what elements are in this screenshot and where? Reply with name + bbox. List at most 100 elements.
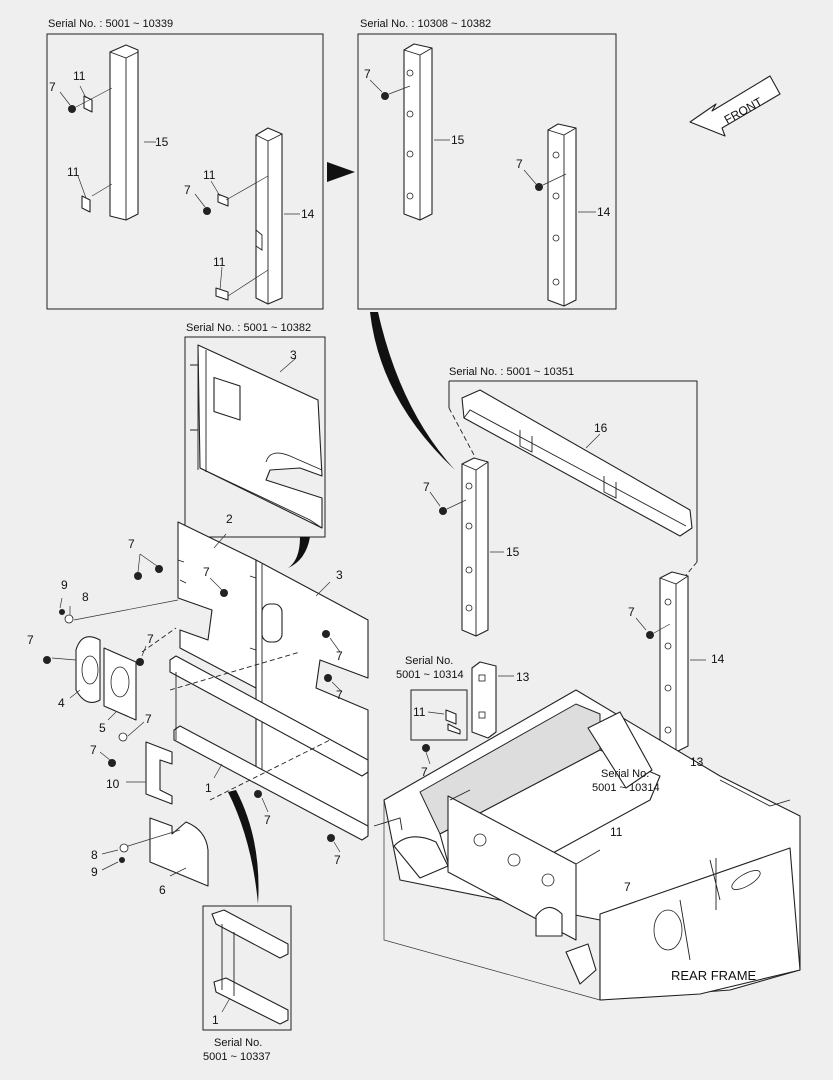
callout-7: 7 (516, 157, 523, 171)
callout-15: 15 (451, 133, 465, 147)
washer-8-top (64, 614, 74, 624)
panel-3-detail (190, 344, 323, 529)
curved-leader-bottom (228, 790, 259, 904)
callout-8: 8 (91, 848, 98, 862)
callout-14: 14 (711, 652, 725, 666)
part-14-right-bar (659, 571, 689, 753)
callout-7: 7 (90, 743, 97, 757)
bracket-11-small-a (445, 709, 461, 735)
bolt-7-set-panels (134, 565, 335, 842)
callout-14: 14 (597, 205, 611, 219)
callout-2: 2 (226, 512, 233, 526)
callout-15: 15 (506, 545, 520, 559)
callout-7: 7 (364, 67, 371, 81)
callout-7: 7 (27, 633, 34, 647)
callout-7: 7 (334, 853, 341, 867)
curved-leader-top (370, 312, 455, 470)
serial-caption-bottom-line2: 5001 ~ 10337 (203, 1051, 271, 1063)
callout-7: 7 (624, 880, 631, 894)
callout-11: 11 (413, 705, 426, 719)
callout-7: 7 (264, 813, 271, 827)
serial-caption-small-a-line2: 5001 ~ 10314 (396, 669, 464, 681)
serial-caption-small-a-line1: Serial No. (405, 655, 453, 667)
washer-7-part-10 (118, 732, 128, 742)
bolt-7-right-14 (646, 631, 654, 639)
callout-1: 1 (205, 781, 212, 795)
leader-part-1-detail (221, 997, 231, 1013)
callout-11: 11 (610, 825, 623, 839)
leader-lines-panels (137, 533, 343, 853)
callout-11: 11 (213, 255, 226, 269)
callout-3: 3 (336, 568, 343, 582)
nut-9-bottom (119, 857, 125, 863)
serial-caption-bottom-line1: Serial No. (214, 1037, 262, 1049)
part-15-new-bar (403, 43, 433, 221)
callout-16: 16 (594, 421, 608, 435)
bolt-7-set-top-left (68, 105, 211, 215)
leader-lines-mid-15 (429, 491, 504, 553)
leader-16 (585, 433, 601, 449)
leader-lines-part-6 (101, 829, 187, 877)
part-6-plate (149, 817, 209, 887)
detail-box-top-left (46, 33, 324, 310)
part-14-old-bar (255, 127, 283, 305)
part-15-mid-bar (461, 457, 489, 637)
serial-caption-top-left: Serial No. : 5001 ~ 10339 (48, 18, 173, 30)
leader-lines-left (51, 597, 179, 721)
callout-7: 7 (49, 80, 56, 94)
callout-1: 1 (212, 1013, 219, 1027)
leader-lines-part-10 (99, 721, 146, 783)
callout-13: 13 (516, 670, 530, 684)
callout-7: 7 (423, 480, 430, 494)
callout-7: 7 (203, 565, 210, 579)
part-callouts: 7 11 11 15 11 7 14 11 7 15 7 14 3 16 7 1… (27, 67, 725, 1027)
callout-14: 14 (301, 207, 315, 221)
curved-leader-panel (288, 537, 310, 568)
part-4-bracket (75, 636, 101, 703)
callout-7: 7 (147, 632, 154, 646)
panel-3-main (249, 559, 369, 835)
rear-frame (373, 689, 801, 1001)
detail-box-top-right (357, 33, 617, 310)
callout-11: 11 (73, 69, 86, 83)
callout-7: 7 (336, 688, 343, 702)
detail-box-frame-16 (449, 380, 698, 562)
callout-7: 7 (128, 537, 135, 551)
nut-9-top (59, 609, 65, 615)
callout-10: 10 (106, 777, 120, 791)
callout-7: 7 (336, 649, 343, 663)
bracket-11-set-top-left (81, 95, 229, 301)
bolt-7-set-top-right (381, 92, 543, 191)
washer-8-bottom (119, 843, 129, 853)
callout-5: 5 (99, 721, 106, 735)
callout-6: 6 (159, 883, 166, 897)
part-15-old-bar (109, 44, 139, 221)
serial-caption-top-right: Serial No. : 10308 ~ 10382 (360, 18, 491, 30)
bolt-7-left (43, 656, 51, 664)
transition-arrow-right (327, 162, 355, 182)
leader-panel-3a (279, 357, 297, 373)
callout-7: 7 (145, 712, 152, 726)
callout-9: 9 (91, 865, 98, 879)
callout-15: 15 (155, 135, 169, 149)
callout-8: 8 (82, 590, 89, 604)
serial-caption-mid-right: Serial No. : 5001 ~ 10351 (449, 366, 574, 378)
callout-7: 7 (628, 605, 635, 619)
part-14-new-bar (547, 123, 577, 307)
detail-box-panel-3 (184, 336, 326, 538)
part-1-detail (211, 909, 289, 1025)
callout-11: 11 (203, 168, 216, 182)
rear-frame-base-outline (383, 800, 601, 1001)
bolt-7-part-10 (108, 759, 116, 767)
part-16-cover (461, 389, 693, 537)
leader-lines-top-left (59, 85, 300, 297)
bolt-7-small-a (422, 744, 430, 752)
leader-lines-small-a (425, 675, 514, 765)
serial-caption-mid-left: Serial No. : 5001 ~ 10382 (186, 322, 311, 334)
part-10-bracket (145, 741, 173, 805)
detail-box-small-a (410, 689, 468, 741)
bolt-7-part-5 (136, 658, 144, 666)
leader-lines-right-14 (635, 617, 706, 661)
